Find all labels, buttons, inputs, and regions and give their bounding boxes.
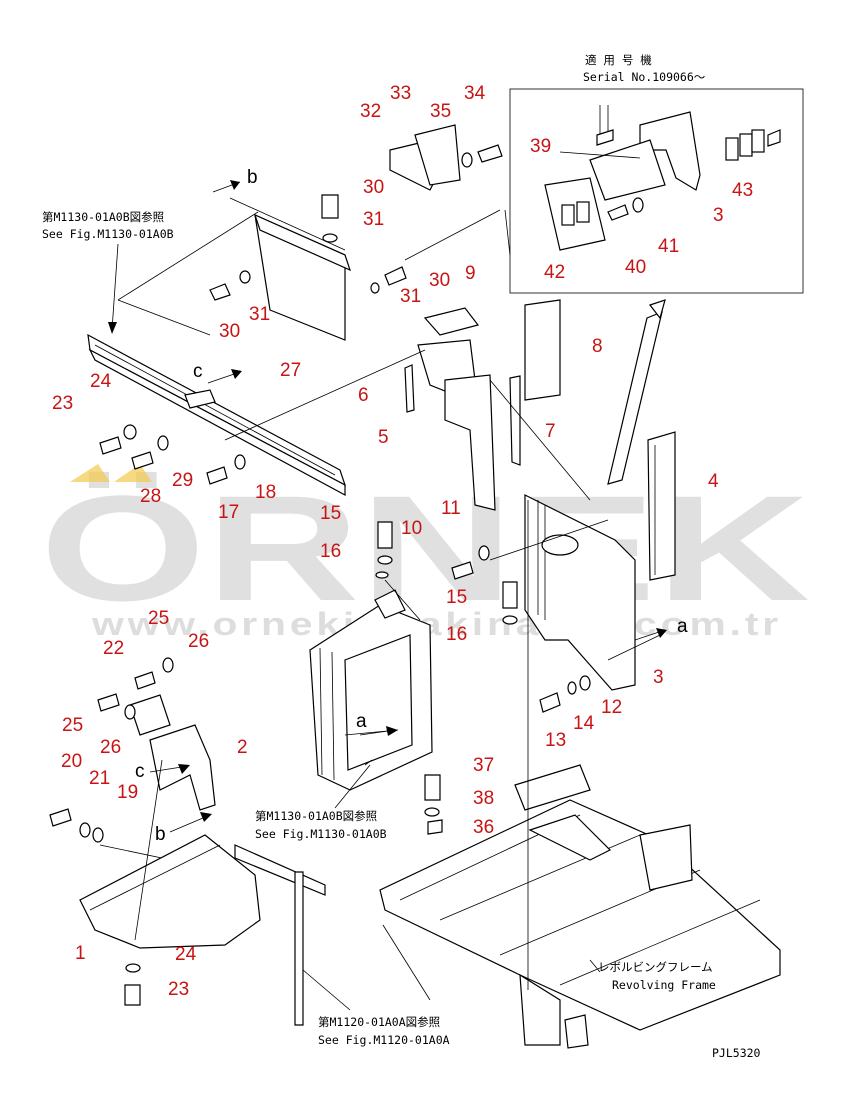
callout-32: 32 (360, 101, 381, 122)
callout-41: 41 (658, 236, 679, 257)
inset-serial-box: 適 用 号 機 Serial No.109066〜 (509, 53, 804, 294)
callout-8: 8 (592, 336, 603, 357)
callout-28: 28 (140, 486, 161, 507)
linework-right (607, 299, 676, 581)
callout-6: 6 (358, 385, 369, 406)
callout-16a: 16 (320, 541, 341, 562)
watermark-url: www.ornekisмakinalari.com.tr (91, 606, 782, 642)
callout-31c: 31 (249, 304, 270, 325)
ref-mid-jp: 第M1130-01A0B図参照 (255, 809, 377, 823)
callout-5: 5 (378, 427, 389, 448)
frame-label-jp: レボルビングフレーム (598, 960, 713, 974)
label-c-bracket: c (135, 761, 145, 782)
linework-brace (234, 774, 443, 1026)
watermark-accent-right (114, 464, 152, 482)
callout-30c: 30 (219, 321, 240, 342)
callout-2: 2 (237, 737, 248, 758)
callout-40: 40 (625, 257, 646, 278)
callout-22: 22 (103, 638, 124, 659)
callout-20: 20 (61, 751, 82, 772)
callout-42: 42 (544, 262, 565, 283)
watermark-brand: ÖRNEK (40, 464, 810, 632)
linework-frame (379, 500, 781, 1049)
callout-11: 11 (441, 498, 461, 519)
callout-24b: 24 (175, 944, 197, 965)
callout-16b: 16 (446, 624, 467, 645)
callout-35: 35 (430, 101, 451, 122)
inset-title-jp: 適 用 号 機 (585, 53, 652, 67)
callout-18: 18 (255, 482, 276, 503)
callout-38: 38 (473, 788, 494, 809)
callout-19: 19 (117, 782, 138, 803)
callout-30b: 30 (429, 270, 450, 291)
callout-4: 4 (708, 471, 719, 492)
label-c-beam: c (193, 361, 203, 382)
label-b-bracket: b (155, 824, 166, 845)
callout-24a: 24 (90, 371, 112, 392)
callout-13: 13 (545, 730, 566, 751)
label-a-guard: a (356, 711, 367, 732)
watermark: ÖRNEK www.ornekisмakinalari.com.tr (40, 464, 810, 642)
ref-top-jp: 第M1130-01A0B図参照 (42, 210, 164, 224)
callout-39: 39 (530, 136, 551, 157)
callout-37: 37 (473, 755, 494, 776)
callout-12: 12 (601, 697, 622, 718)
callout-17: 17 (218, 502, 239, 523)
ref-top-en: See Fig.M1130-01A0B (42, 227, 174, 241)
callout-36: 36 (473, 817, 494, 838)
callout-29: 29 (172, 470, 193, 491)
callout-3a: 3 (713, 205, 724, 226)
part-callouts: 32 33 35 34 30 31 30 31 9 30 31 27 39 43… (52, 83, 753, 1000)
callout-23b: 23 (168, 979, 189, 1000)
callout-15a: 15 (320, 503, 341, 524)
label-a-right: a (677, 616, 688, 637)
callout-15b: 15 (446, 587, 467, 608)
linework-top (117, 124, 591, 511)
callout-27: 27 (280, 360, 301, 381)
drawing-code: PJL5320 (712, 1046, 761, 1060)
callout-23a: 23 (52, 393, 73, 414)
callout-34: 34 (464, 83, 486, 104)
ref-bot-jp: 第M1120-01A0A図参照 (318, 1015, 440, 1029)
frame-label-en: Revolving Frame (612, 978, 716, 992)
inset-title-en: Serial No.109066〜 (583, 70, 706, 84)
callout-31b: 31 (400, 286, 421, 307)
callout-14: 14 (573, 713, 595, 734)
watermark-accent-left (70, 464, 110, 482)
reference-notes: 第M1130-01A0B図参照 See Fig.M1130-01A0B 第M11… (42, 210, 761, 1060)
callout-10: 10 (401, 518, 422, 539)
ref-mid-en: See Fig.M1130-01A0B (255, 827, 387, 841)
callout-9: 9 (465, 263, 476, 284)
callout-7: 7 (545, 421, 556, 442)
callout-21: 21 (89, 768, 110, 789)
callout-33: 33 (390, 83, 411, 104)
callout-31a: 31 (363, 209, 384, 230)
linework-guard (309, 521, 433, 791)
callout-43: 43 (732, 180, 753, 201)
callout-25b: 25 (62, 715, 83, 736)
callout-1: 1 (75, 943, 86, 964)
ref-bot-en: See Fig.M1120-01A0A (318, 1033, 450, 1047)
arrow-labels: b c a a c b (135, 167, 688, 845)
callout-3b: 3 (653, 667, 664, 688)
callout-26b: 26 (100, 737, 121, 758)
callout-30a: 30 (363, 177, 384, 198)
callout-25a: 25 (148, 608, 169, 629)
callout-26a: 26 (188, 631, 209, 652)
linework-panel (451, 494, 661, 713)
label-b-top: b (247, 167, 258, 188)
linework-beam (87, 333, 426, 497)
